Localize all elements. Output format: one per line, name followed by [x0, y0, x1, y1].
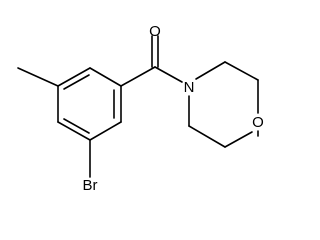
ring-oxygen-label: O — [252, 114, 264, 131]
bond-carbonyl-n — [154, 66, 183, 83]
bond-c2-c3 — [57, 67, 91, 87]
bond-c-lower-n — [188, 125, 226, 148]
carbonyl-group — [120, 35, 183, 87]
ring-oxygen-atom: O — [252, 114, 264, 131]
bond-n-c-upper — [195, 61, 226, 80]
bond-c4-c5 — [57, 121, 91, 141]
bromine-label: Br — [83, 177, 98, 194]
bond-c-upper-c-upper-right — [224, 61, 259, 81]
bromine-atom: Br — [83, 177, 98, 194]
nitrogen-atom: N — [184, 79, 195, 96]
bond-c5-c6 — [89, 121, 122, 141]
carbonyl-oxygen-label: O — [149, 23, 161, 40]
aromatic-inner-bond-1 — [63, 74, 90, 90]
carbonyl-oxygen-atom: O — [149, 23, 161, 40]
bond-c-lower-right-c-lower — [224, 131, 253, 148]
bond-c1-c2 — [89, 67, 122, 87]
benzene-ring — [57, 67, 122, 141]
morpholine-ring — [188, 61, 259, 148]
molecule-structure: O N O Br — [17, 23, 264, 194]
nitrogen-label: N — [184, 79, 195, 96]
bond-c1-carbonyl — [120, 66, 156, 87]
bond-c3-methyl — [17, 67, 59, 87]
aromatic-inner-bond-2 — [63, 118, 90, 134]
methyl-substituent — [17, 67, 59, 87]
